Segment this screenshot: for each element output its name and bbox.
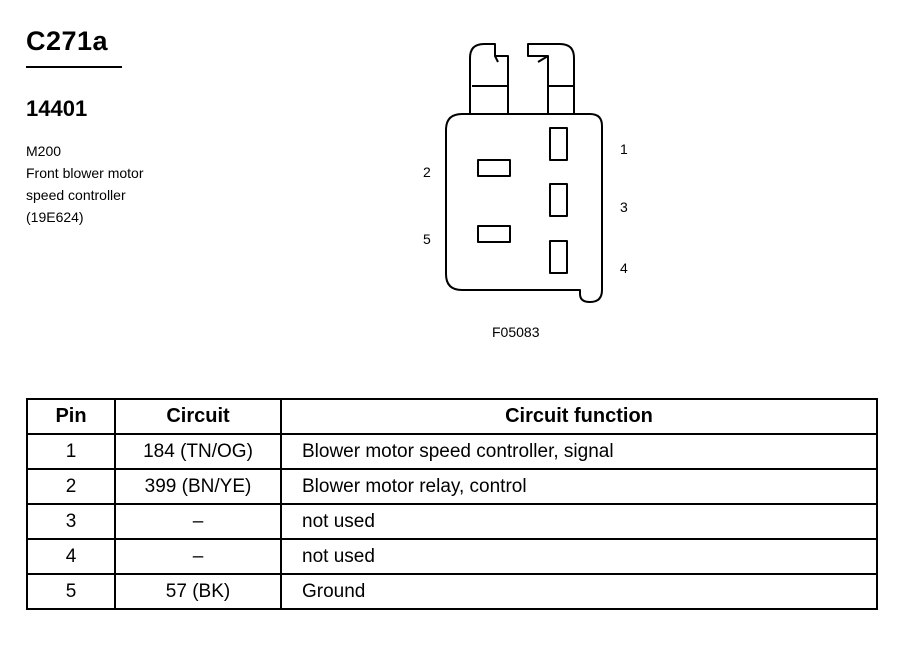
cavity-pin-5 xyxy=(477,225,511,243)
pin-label-2: 2 xyxy=(423,164,431,180)
table-header-row: Pin Circuit Circuit function xyxy=(26,398,878,435)
cell-pin: 1 xyxy=(26,433,116,470)
description-line: Front blower motor xyxy=(26,165,144,181)
right-latch-arm xyxy=(537,55,574,87)
cell-circuit: – xyxy=(114,538,282,575)
left-latch-arm xyxy=(472,55,508,87)
cell-circuit: 399 (BN/YE) xyxy=(114,468,282,505)
component-description: M200 Front blower motor speed controller… xyxy=(26,140,143,228)
header-circuit: Circuit xyxy=(114,398,282,435)
pin-label-4: 4 xyxy=(620,260,628,276)
cavity-pin-4 xyxy=(549,240,568,274)
cell-function: not used xyxy=(280,503,878,540)
connector-id: C271a xyxy=(26,26,109,56)
pin-label-3: 3 xyxy=(620,199,628,215)
cell-pin: 5 xyxy=(26,573,116,610)
part-number: 14401 xyxy=(26,96,88,121)
cell-function: Blower motor relay, control xyxy=(280,468,878,505)
header-pin: Pin xyxy=(26,398,116,435)
table-row: 1 184 (TN/OG) Blower motor speed control… xyxy=(26,433,878,470)
cell-circuit: 184 (TN/OG) xyxy=(114,433,282,470)
table-row: 3 – not used xyxy=(26,503,878,540)
cell-pin: 4 xyxy=(26,538,116,575)
cavity-pin-2 xyxy=(477,159,511,177)
left-latch xyxy=(469,43,509,114)
cell-pin: 2 xyxy=(26,468,116,505)
pin-label-5: 5 xyxy=(423,231,431,247)
pinout-table: Pin Circuit Circuit function 1 184 (TN/O… xyxy=(26,398,878,610)
figure-id: F05083 xyxy=(492,324,540,340)
cell-function: not used xyxy=(280,538,878,575)
right-latch xyxy=(527,43,575,114)
header-circuit-function: Circuit function xyxy=(280,398,878,435)
table-row: 4 – not used xyxy=(26,538,878,575)
description-line: speed controller xyxy=(26,187,126,203)
cavity-pin-3 xyxy=(549,183,568,217)
connector-body xyxy=(445,113,603,303)
cell-function: Ground xyxy=(280,573,878,610)
table-row: 2 399 (BN/YE) Blower motor relay, contro… xyxy=(26,468,878,505)
table-row: 5 57 (BK) Ground xyxy=(26,573,878,610)
description-line: (19E624) xyxy=(26,209,84,225)
cell-circuit: – xyxy=(114,503,282,540)
cell-pin: 3 xyxy=(26,503,116,540)
cell-function: Blower motor speed controller, signal xyxy=(280,433,878,470)
cavity-pin-1 xyxy=(549,127,568,161)
cell-circuit: 57 (BK) xyxy=(114,573,282,610)
description-line: M200 xyxy=(26,143,62,159)
connector-id-underline xyxy=(26,66,122,68)
pin-label-1: 1 xyxy=(620,141,628,157)
